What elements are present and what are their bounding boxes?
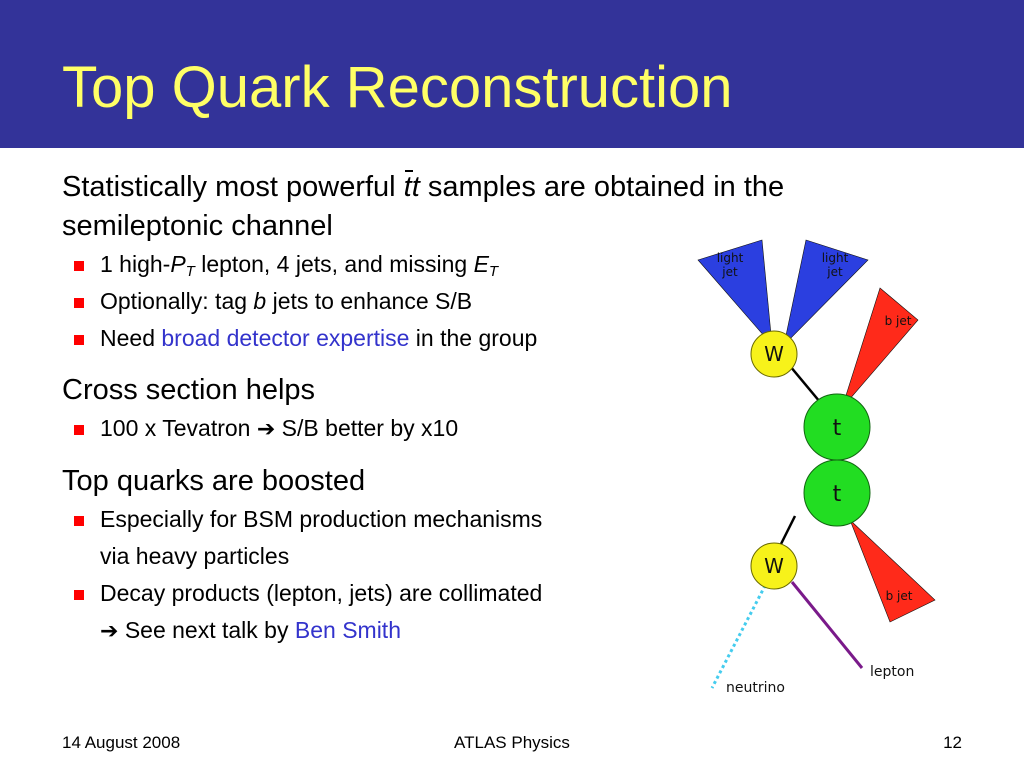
text: 1 high- <box>100 251 171 277</box>
top-quark-bottom-circle <box>803 459 871 527</box>
pt-subscript: T <box>185 263 195 280</box>
square-bullet-icon <box>74 590 84 600</box>
sub-bullet-high-pt-lepton: 1 high-PT lepton, 4 jets, and missing ET <box>62 246 942 283</box>
bullet-cross-section: Cross section helps <box>62 374 316 406</box>
square-bullet-icon <box>74 298 84 308</box>
b-jet-1-cone <box>841 287 919 409</box>
b-jet-1-label: b jet <box>885 314 912 328</box>
tt-text: tt <box>403 171 420 203</box>
light-jet-2-label-line1: light <box>822 251 849 265</box>
footer-date: 14 August 2008 <box>62 733 181 752</box>
light-jet-2-label-line2: jet <box>826 265 843 279</box>
w-boson-top-circle <box>750 330 798 378</box>
et-symbol: E <box>473 251 489 277</box>
neutrino-label: neutrino <box>726 680 785 696</box>
footer-title: ATLAS Physics <box>454 733 570 752</box>
text: Need <box>100 325 162 351</box>
w-boson-top-label: W <box>764 342 784 366</box>
overline <box>404 170 413 172</box>
text: See next talk by <box>118 617 295 643</box>
text: Optionally: tag <box>100 288 254 314</box>
broad-detector-expertise-highlight: broad detector expertise <box>161 325 410 351</box>
top-quark-bottom: t <box>803 459 871 527</box>
lepton-line <box>790 581 864 669</box>
ttbar-decay-diagram: light jet light jet b jet b jet W t t W … <box>697 239 936 696</box>
square-bullet-icon <box>74 516 84 526</box>
light-jet-2-cone <box>783 239 869 346</box>
w-boson-bottom-circle <box>750 542 798 590</box>
sub-bullet-collimated: Decay products (lepton, jets) are collim… <box>62 575 942 650</box>
ben-smith-highlight: Ben Smith <box>294 617 401 643</box>
square-bullet-icon <box>74 425 84 435</box>
w-boson-top: W <box>750 330 798 378</box>
slide-body: Statistically most powerful tt samples a… <box>62 168 942 650</box>
text-line: via heavy particles <box>100 543 290 569</box>
sub-bullet-bsm-production: Especially for BSM production mechanisms… <box>62 501 942 575</box>
b-jet-1: b jet <box>841 287 919 409</box>
text: Statistically most powerful <box>62 171 404 203</box>
bullet-boosted: Top quarks are boosted <box>62 465 366 497</box>
text: 100 x Tevatron <box>100 415 257 441</box>
b-symbol: b <box>253 288 267 314</box>
tt-bar-symbol: tt <box>404 168 420 207</box>
top-quark-bottom-label: t <box>833 482 842 507</box>
b-jet-2-cone <box>849 519 936 623</box>
slide-number: 12 <box>943 733 962 752</box>
square-bullet-icon <box>74 335 84 345</box>
text: in the group <box>409 325 538 351</box>
light-jet-1-label-line1: light <box>717 251 744 265</box>
light-jet-1-cone <box>697 239 773 346</box>
sub-bullet-tevatron: 100 x Tevatron ➔ S/B better by x10 <box>62 410 942 448</box>
text-line: Decay products (lepton, jets) are collim… <box>100 580 543 606</box>
text: lepton, 4 jets, and missing <box>194 251 474 277</box>
text-line: Especially for BSM production mechanisms <box>100 506 543 532</box>
pt-symbol: P <box>170 251 186 277</box>
square-bullet-icon <box>74 261 84 271</box>
light-jet-1: light jet <box>697 239 773 346</box>
right-arrow-icon: ➔ <box>100 619 119 644</box>
light-jet-2: light jet <box>783 239 869 346</box>
right-arrow-icon: ➔ <box>256 417 276 442</box>
b-jet-2: b jet <box>849 519 936 623</box>
w-boson-bottom-label: W <box>764 554 784 578</box>
title-bar: Top Quark Reconstruction <box>0 0 1024 148</box>
neutrino-line <box>710 579 770 689</box>
top-quark-top-label: t <box>833 416 842 441</box>
w-boson-bottom: W <box>750 542 798 590</box>
text: S/B better by x10 <box>275 415 459 441</box>
text: samples are obtained in the semileptonic… <box>62 171 785 242</box>
b-jet-2-label: b jet <box>886 589 913 603</box>
bullet-statistically-powerful: Statistically most powerful tt samples a… <box>62 168 942 246</box>
lepton-label: lepton <box>870 664 914 680</box>
text-line: ➔ See next talk by Ben Smith <box>100 612 942 650</box>
sub-bullet-tag-b-jets: Optionally: tag b jets to enhance S/B <box>62 283 942 320</box>
top-quark-top: t <box>803 393 871 461</box>
light-jet-1-label-line2: jet <box>721 265 738 279</box>
slide-title: Top Quark Reconstruction <box>62 55 733 120</box>
text: jets to enhance S/B <box>266 288 473 314</box>
et-subscript: T <box>488 263 499 280</box>
sub-bullet-detector-expertise: Need broad detector expertise in the gro… <box>62 320 942 357</box>
